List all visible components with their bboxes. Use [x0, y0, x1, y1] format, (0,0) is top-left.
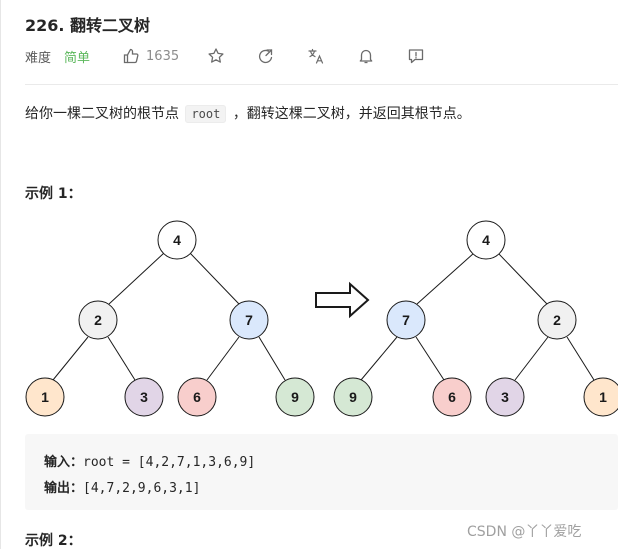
after-node-left: 7	[386, 300, 426, 340]
after-tree-edges	[360, 252, 595, 381]
star-icon[interactable]	[207, 47, 225, 65]
before-node-root-label: 4	[173, 232, 181, 248]
problem-title: 226. 翻转二叉树	[25, 16, 151, 35]
likes-count: 1635	[146, 48, 180, 64]
output-value: [4,7,2,9,6,3,1]	[83, 481, 201, 496]
after-node-rl-label: 3	[501, 389, 509, 405]
example-1-output-row: 输出：[4,7,2,9,6,3,1]	[44, 477, 200, 496]
before-node-rl-label: 6	[193, 389, 201, 405]
after-node-rr-label: 1	[599, 389, 607, 405]
example-1-heading: 示例 1：	[25, 186, 82, 202]
problem-meta-bar: 难度 简单 1635	[25, 46, 425, 66]
example-1-codeblock: 输入：root = [4,2,7,1,3,6,9] 输出：[4,7,2,9,6,…	[25, 434, 618, 510]
before-node-right: 7	[229, 300, 269, 340]
csdn-watermark: CSDN @丫丫爱吃	[467, 524, 582, 540]
after-node-ll-label: 9	[349, 389, 357, 405]
before-node-rr-label: 9	[291, 389, 299, 405]
after-node-rl: 3	[485, 377, 525, 417]
after-node-root-label: 4	[482, 232, 490, 248]
tree-illustration: 4 2 7 1 3 6 9 4 7 2 9 6	[25, 220, 618, 417]
before-node-left: 2	[78, 300, 118, 340]
before-node-ll-label: 1	[41, 389, 49, 405]
difficulty-label: 难度	[25, 50, 52, 66]
example-1-input-row: 输入：root = [4,2,7,1,3,6,9]	[44, 451, 255, 470]
after-node-right: 2	[537, 300, 577, 340]
feedback-icon[interactable]	[407, 47, 425, 65]
share-icon[interactable]	[257, 47, 275, 65]
translate-icon[interactable]	[307, 47, 325, 65]
after-node-lr-label: 6	[448, 389, 456, 405]
divider	[25, 84, 618, 85]
before-node-lr-label: 3	[140, 389, 148, 405]
after-node-root: 4	[466, 220, 506, 260]
output-label: 输出：	[44, 481, 84, 496]
left-border	[0, 0, 1, 549]
input-label: 输入：	[44, 455, 84, 470]
before-node-rl: 6	[177, 377, 217, 417]
before-node-right-label: 7	[245, 312, 253, 328]
after-node-ll: 9	[333, 377, 373, 417]
before-node-left-label: 2	[94, 312, 102, 328]
before-node-rr: 9	[275, 377, 315, 417]
after-node-left-label: 7	[402, 312, 410, 328]
inline-code-root: root	[185, 105, 227, 123]
flip-arrow-icon	[315, 281, 370, 319]
difficulty-value: 简单	[64, 50, 91, 66]
description-text-after: ，翻转这棵二叉树，并返回其根节点。	[232, 106, 471, 122]
thumbs-up-icon[interactable]	[122, 47, 140, 65]
before-node-ll: 1	[25, 377, 65, 417]
example-2-heading: 示例 2：	[25, 533, 82, 549]
before-node-lr: 3	[124, 377, 164, 417]
after-node-lr: 6	[432, 377, 472, 417]
problem-description: 给你一棵二叉树的根节点 root ，翻转这棵二叉树，并返回其根节点。	[25, 103, 471, 125]
after-node-rr: 1	[583, 377, 618, 417]
bell-icon[interactable]	[357, 47, 375, 65]
after-node-right-label: 2	[553, 312, 561, 328]
before-node-root: 4	[157, 220, 197, 260]
input-value: root = [4,2,7,1,3,6,9]	[83, 455, 256, 470]
description-text-before: 给你一棵二叉树的根节点	[25, 106, 179, 122]
before-tree-edges	[52, 252, 286, 381]
